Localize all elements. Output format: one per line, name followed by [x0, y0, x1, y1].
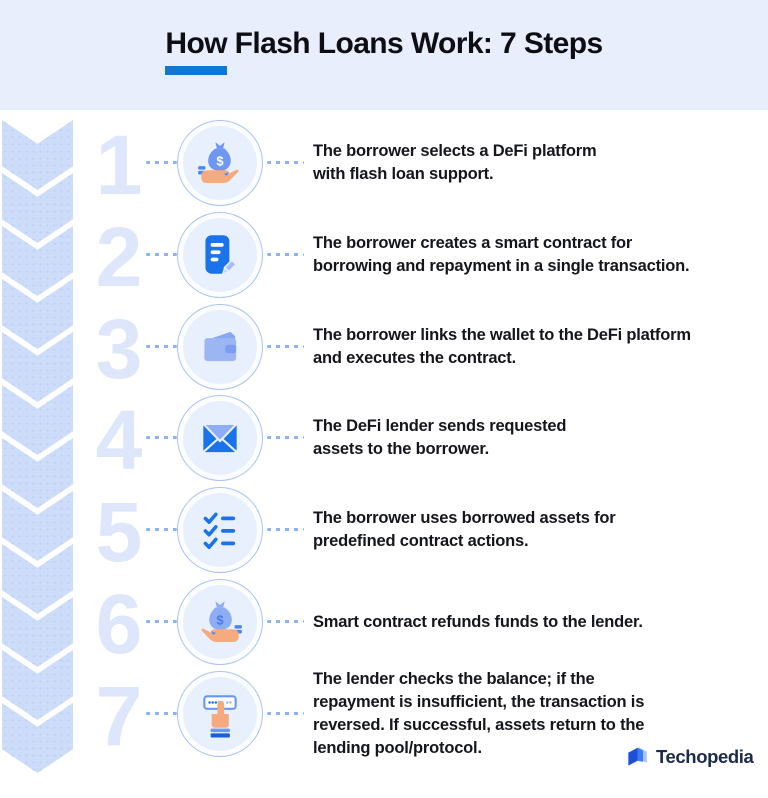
dotted-connector	[146, 436, 177, 439]
step-number: 5	[95, 485, 143, 579]
step-text-wrap: The borrower creates a smart contract fo…	[313, 209, 690, 301]
step-text-wrap: The borrower selects a DeFi platform wit…	[313, 117, 597, 209]
techopedia-logo-icon	[624, 744, 650, 770]
brand-lockup: Techopedia	[624, 744, 754, 770]
step-text-wrap: Smart contract refunds funds to the lend…	[313, 576, 643, 668]
page-title: How Flash Loans Work: 7 Steps	[165, 27, 603, 60]
step-row-4: 4 The DeFi lender sends requested assets…	[0, 392, 768, 487]
step-row-2: 2 The borrower creates a smart contract	[0, 209, 768, 304]
step-number: 2	[95, 210, 143, 304]
step-description: The borrower uses borrowed assets for pr…	[313, 509, 616, 550]
money-bag-hand-icon: $	[183, 126, 257, 200]
step-number: 3	[95, 302, 143, 396]
step-number: 6	[95, 577, 143, 671]
step-description: The lender checks the balance; if the re…	[313, 670, 645, 757]
brand-name: Techopedia	[656, 746, 754, 767]
step-icon-circle	[177, 212, 263, 298]
step-description: Smart contract refunds funds to the lend…	[313, 612, 643, 631]
hand-press-button-icon	[183, 677, 257, 751]
dotted-connector	[146, 528, 177, 531]
step-row-6: 6 $	[0, 576, 768, 671]
svg-text:$: $	[216, 154, 224, 169]
dotted-connector	[267, 253, 304, 256]
wallet-icon	[183, 310, 257, 384]
dotted-connector	[146, 253, 177, 256]
step-row-7: 7	[0, 668, 768, 763]
step-text-wrap: The DeFi lender sends requested assets t…	[313, 392, 566, 484]
envelope-icon	[183, 401, 257, 475]
step-text-wrap: The borrower uses borrowed assets for pr…	[313, 484, 616, 576]
step-number: 1	[95, 118, 143, 212]
step-text-wrap: The borrower links the wallet to the DeF…	[313, 301, 691, 393]
dotted-connector	[267, 712, 304, 715]
dotted-connector	[267, 345, 304, 348]
refund-money-bag-hand-icon: $	[183, 585, 257, 659]
step-icon-circle	[177, 487, 263, 573]
title-underline	[165, 66, 228, 75]
header-inner: How Flash Loans Work: 7 Steps	[165, 0, 603, 75]
header-band: How Flash Loans Work: 7 Steps	[0, 0, 768, 110]
step-icon-circle	[177, 671, 263, 757]
dotted-connector	[267, 161, 304, 164]
dotted-connector	[267, 528, 304, 531]
dotted-connector	[267, 436, 304, 439]
step-description: The borrower creates a smart contract fo…	[313, 234, 690, 275]
dotted-connector	[146, 620, 177, 623]
step-row-5: 5 The b	[0, 484, 768, 579]
step-number: 7	[95, 669, 143, 763]
chevron-strip	[2, 120, 73, 780]
step-icon-circle: $	[177, 120, 263, 206]
step-row-1: 1 $ The borrower selects a	[0, 117, 768, 212]
step-row-3: 3 The borrower links the wallet to the D…	[0, 301, 768, 396]
step-icon-circle	[177, 395, 263, 481]
dotted-connector	[267, 620, 304, 623]
checklist-icon	[183, 493, 257, 567]
step-icon-circle	[177, 304, 263, 390]
svg-text:$: $	[216, 613, 224, 628]
step-text-wrap: The lender checks the balance; if the re…	[313, 668, 644, 760]
step-description: The DeFi lender sends requested assets t…	[313, 417, 567, 458]
step-number: 4	[95, 393, 143, 487]
step-description: The borrower links the wallet to the DeF…	[313, 326, 691, 367]
dotted-connector	[146, 712, 177, 715]
dotted-connector	[146, 161, 177, 164]
smart-contract-document-icon	[183, 218, 257, 292]
dotted-connector	[146, 345, 177, 348]
step-icon-circle: $	[177, 579, 263, 665]
step-description: The borrower selects a DeFi platform wit…	[313, 142, 597, 183]
